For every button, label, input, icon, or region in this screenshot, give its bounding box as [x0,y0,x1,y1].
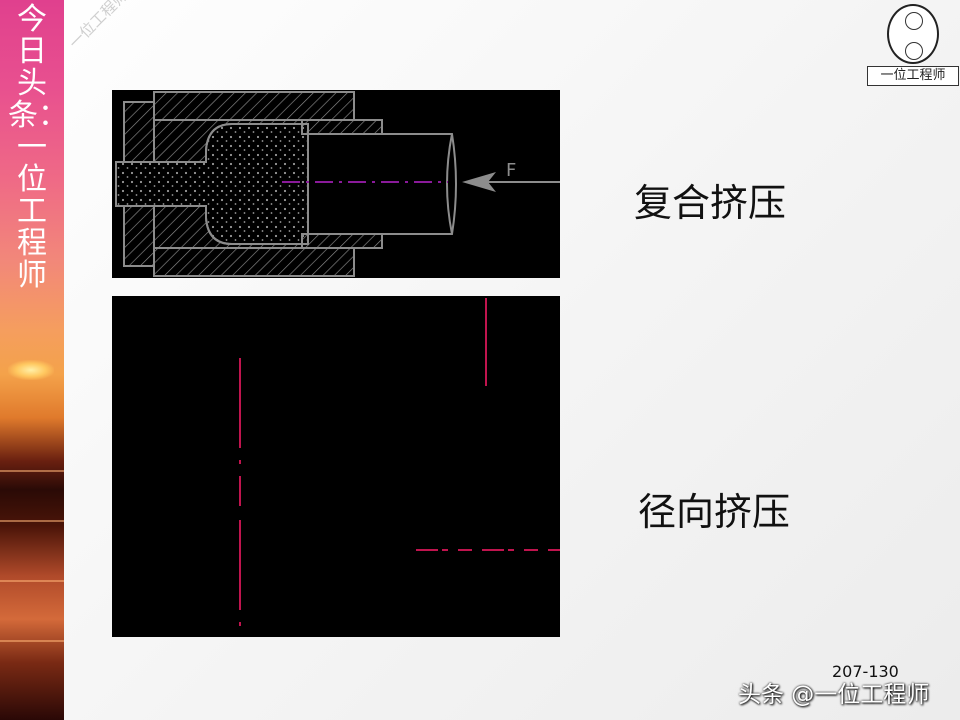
sidebar-title: 今日头条：一位工程师 [8,2,64,293]
die-left-block-bottom [123,205,155,267]
brand-logo: 一位工程师 [867,4,959,88]
water-ripple [0,470,64,472]
die-housing-top [153,91,355,121]
slide-page-number: 207-130 [832,662,899,681]
sunset-sun [8,360,54,380]
container-sleeve-top [301,119,383,135]
logo-label: 一位工程师 [867,66,959,86]
radial-extrusion-caption: 径向挤压 [638,490,791,534]
radial-extrusion-diagram [112,296,560,637]
compound-extrusion-caption: 复合挤压 [634,181,787,225]
radial-extrusion-drawing [239,298,560,637]
force-label: F [506,160,516,181]
water-ripple [0,580,64,582]
logo-emblem [887,4,939,64]
logo-upper-circle [905,12,923,30]
die-housing-bottom [153,247,355,277]
footer-watermark: 头条 @一位工程师 [738,682,930,708]
punch-break-line [446,133,453,235]
force-arrow-head [462,172,496,192]
diagonal-watermark: 一位工程师 [65,0,132,53]
container-sleeve-bottom [301,233,383,249]
compound-extrusion-drawing: F [115,91,560,277]
compound-extrusion-diagram: F [112,90,560,278]
sidebar-sunset-banner: 今日头条：一位工程师 [0,0,64,720]
punch [307,133,457,235]
water-ripple [0,520,64,522]
logo-lower-circle [905,42,923,60]
die-left-block-top [123,101,155,163]
water-ripple [0,640,64,642]
